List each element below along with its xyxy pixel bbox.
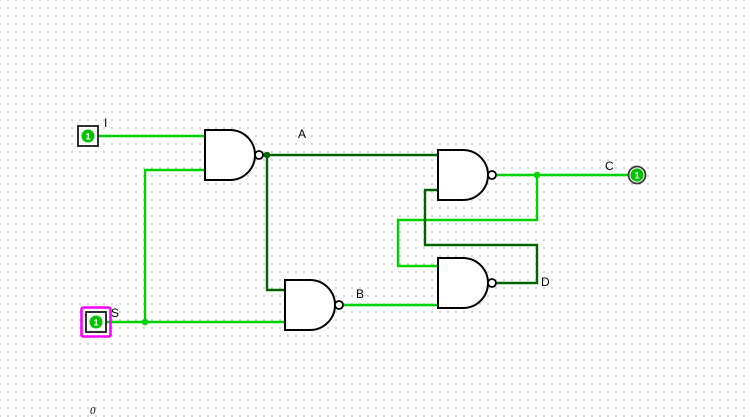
input-pin-i[interactable]: 1 bbox=[77, 125, 99, 147]
input-pin-s[interactable]: 1 bbox=[80, 306, 112, 338]
partial-clipped-text: 0 bbox=[90, 405, 96, 417]
nand-gate-bubble bbox=[487, 170, 497, 180]
input-pin-state[interactable] bbox=[89, 315, 103, 329]
label-input-s: S bbox=[111, 306, 119, 320]
input-pin-value: 1 bbox=[93, 318, 98, 328]
selection-highlight bbox=[80, 306, 112, 338]
nand-gate-bubble bbox=[487, 278, 497, 288]
wire-feedback-c-to-gate-d[interactable] bbox=[396, 175, 539, 268]
wire-segment[interactable] bbox=[143, 168, 205, 322]
wire-segment[interactable] bbox=[396, 175, 539, 268]
output-pin-state bbox=[630, 168, 644, 182]
nand-gate-body bbox=[437, 149, 489, 201]
nand-gate-a[interactable] bbox=[204, 129, 264, 181]
nand-gate-bubble bbox=[254, 150, 264, 160]
nand-gate-body bbox=[437, 257, 489, 309]
nand-gate-b[interactable] bbox=[284, 279, 344, 331]
label-node-b: B bbox=[356, 287, 364, 301]
label-input-i: I bbox=[104, 116, 107, 130]
wire-node-a[interactable] bbox=[263, 151, 438, 292]
label-node-a: A bbox=[298, 127, 306, 141]
wire-feedback-d-to-gate-c[interactable] bbox=[423, 188, 539, 285]
nand-gate-c[interactable] bbox=[437, 149, 497, 201]
wire-junction bbox=[263, 151, 271, 159]
nand-gate-body bbox=[204, 129, 256, 181]
label-output-c: C bbox=[605, 159, 614, 173]
wire-segment[interactable] bbox=[265, 155, 285, 292]
wire-junction bbox=[141, 318, 149, 326]
nand-gate-bubble bbox=[334, 300, 344, 310]
wire-segment[interactable] bbox=[423, 188, 539, 285]
wire-input-s[interactable] bbox=[106, 168, 285, 326]
nand-gate-body bbox=[284, 279, 336, 331]
input-pin-state[interactable] bbox=[81, 129, 95, 143]
output-pin-value: 1 bbox=[634, 171, 639, 181]
nand-gate-d[interactable] bbox=[437, 257, 497, 309]
label-node-d: D bbox=[541, 275, 550, 289]
input-pin-value: 1 bbox=[85, 132, 90, 142]
output-pin-c[interactable]: 1 bbox=[627, 165, 647, 185]
